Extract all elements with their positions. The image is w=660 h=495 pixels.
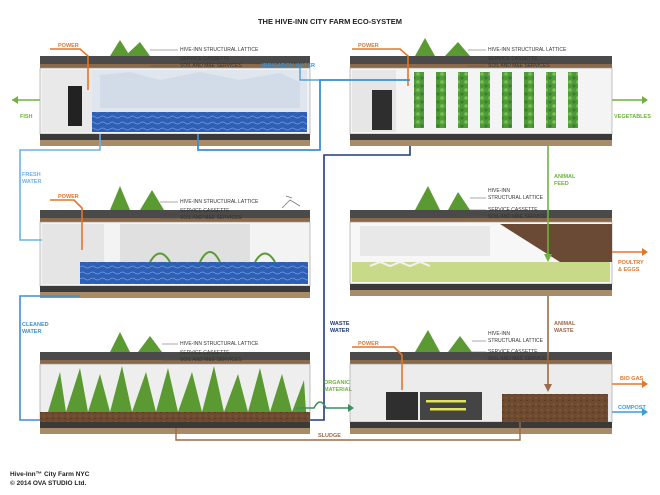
- module-poultry: [349, 186, 613, 296]
- organic-material-line: [296, 401, 350, 409]
- irrigation-water-label: IRRIGATION WATER: [262, 63, 315, 69]
- fish-label-cassette: SERVICE CASSETTE: [180, 56, 230, 62]
- organic-material-label-1: ORGANIC: [324, 380, 350, 386]
- compost-label-lattice: STRUCTURAL LATTICE: [488, 338, 544, 344]
- poultry-output-label-2: & EGGS: [618, 267, 640, 273]
- poultry-label-soil: SOIL AND M&E SERVICES: [488, 214, 550, 220]
- module-fish-tank: [39, 40, 311, 146]
- animal-feed-label-1: ANIMAL: [554, 174, 576, 180]
- compost-label-soil: SOIL AND M&E SERVICES: [488, 356, 550, 362]
- aqua-power-label: POWER: [58, 194, 79, 200]
- reed-plants: [48, 366, 306, 412]
- cleaned-water-label-1: CLEANED: [22, 322, 49, 328]
- fresh-water-line: [19, 134, 101, 241]
- reed-label-lattice: HIVE-INN STRUCTURAL LATTICE: [180, 341, 259, 347]
- bird-icon: [281, 195, 301, 209]
- reed-label-soil: SOIL AND M&E SERVICES: [180, 357, 242, 363]
- poultry-canopy: [500, 224, 612, 262]
- module-compost: [349, 330, 613, 434]
- vegetables-output-label: VEGETABLES: [614, 114, 651, 120]
- waste-water-label-1: WASTE: [330, 321, 350, 327]
- diagram-title: THE HIVE-INN CITY FARM ECO-SYSTEM: [258, 17, 402, 26]
- sludge-label: SLUDGE: [318, 433, 341, 439]
- fish-power-label: POWER: [58, 43, 79, 49]
- organic-material-label-2: MATERIAL: [324, 387, 353, 393]
- waste-water-line: [296, 146, 411, 421]
- poultry-label-lattice: STRUCTURAL LATTICE: [488, 195, 544, 201]
- aqua-label-cassette: SERVICE CASSETTE: [180, 208, 230, 214]
- animal-waste-label-1: ANIMAL: [554, 321, 576, 327]
- fish-tank-water: [92, 112, 307, 132]
- poultry-output-label-1: POULTRY: [618, 260, 644, 266]
- fresh-water-label-1: FRESH: [22, 172, 41, 178]
- veg-label-lattice: HIVE-INN STRUCTURAL LATTICE: [488, 47, 567, 53]
- footer-line-2: © 2014 OVA STUDIO Ltd.: [10, 479, 86, 487]
- sludge-line: [175, 422, 521, 441]
- reed-label-cassette: SERVICE CASSETTE: [180, 350, 230, 356]
- module-aquaculture: [39, 186, 311, 298]
- cleaned-water-label-2: WATER: [22, 329, 41, 335]
- compost-bed: [502, 394, 608, 422]
- module-reed-bed: [39, 332, 311, 434]
- cleaned-water-line: [19, 295, 80, 421]
- footer-line-1: Hive-Inn™ City Farm NYC: [10, 471, 90, 478]
- module-vertical-farm: [349, 38, 613, 146]
- poultry-label-hive: HIVE-INN: [488, 188, 510, 194]
- fish-power-line: [50, 48, 89, 90]
- animal-feed-label-2: FEED: [554, 181, 569, 187]
- animal-waste-label-2: WASTE: [554, 328, 574, 334]
- compost-output-label: COMPOST: [618, 405, 646, 411]
- aqua-label-lattice: HIVE-INN STRUCTURAL LATTICE: [180, 199, 259, 205]
- poultry-label-cassette: SERVICE CASSETTE: [488, 207, 538, 213]
- rooftop-plants: [110, 40, 150, 56]
- bio-gas-label: BIO GAS: [620, 376, 644, 382]
- aqua-label-soil: SOIL AND M&E SERVICES: [180, 215, 242, 221]
- aquaculture-water: [80, 262, 308, 284]
- fish-output-label: FISH: [20, 114, 33, 120]
- veg-label-cassette: SERVICE CASSETTE: [488, 56, 538, 62]
- compost-label-hive: HIVE-INN: [488, 331, 510, 337]
- compost-label-cassette: SERVICE CASSETTE: [488, 349, 538, 355]
- fish-label-soil: SOIL AND M&E SERVICES: [180, 63, 242, 69]
- fish-label-lattice: HIVE-INN STRUCTURAL LATTICE: [180, 47, 259, 53]
- veg-label-soil: SOIL AND M&E SERVICES: [488, 63, 550, 69]
- waste-water-label-2: WATER: [330, 328, 349, 334]
- veg-power-label: POWER: [358, 43, 379, 49]
- compost-power-label: POWER: [358, 341, 379, 347]
- fresh-water-label-2: WATER: [22, 179, 41, 185]
